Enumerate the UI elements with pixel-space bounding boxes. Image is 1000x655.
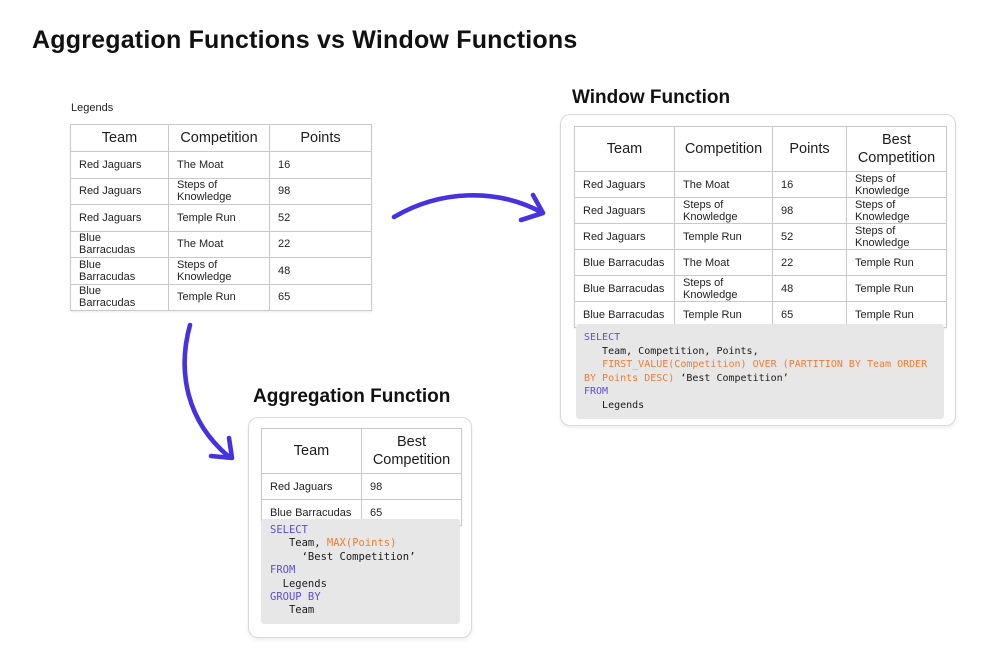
table-cell: Steps of Knowledge bbox=[168, 257, 270, 285]
table-cell: 52 bbox=[772, 223, 847, 251]
table-cell: Steps of Knowledge bbox=[168, 177, 270, 206]
table-cell: Blue Barracudas bbox=[70, 257, 169, 285]
table-cell: Steps of Knowledge bbox=[846, 171, 947, 199]
table-cell: 16 bbox=[269, 151, 372, 179]
aggregation-function-sql-code: SELECT Team, MAX(Points) ‘Best Competiti… bbox=[261, 519, 460, 624]
table-cell: Blue Barracudas bbox=[574, 249, 675, 277]
sql-code-line: Team, MAX(Points) bbox=[270, 537, 397, 550]
column-header: Points bbox=[269, 123, 372, 153]
table-cell: Steps of Knowledge bbox=[674, 275, 773, 303]
table-cell: Steps of Knowledge bbox=[846, 197, 947, 225]
table-cell: 48 bbox=[269, 257, 372, 285]
table-cell: Red Jaguars bbox=[70, 177, 169, 206]
table-cell: 16 bbox=[772, 171, 847, 199]
table-cell: 22 bbox=[269, 230, 372, 259]
table-cell: 98 bbox=[772, 197, 847, 225]
table-cell: 98 bbox=[361, 473, 462, 501]
sql-code-line: Legends bbox=[584, 399, 645, 411]
column-header: Competition bbox=[674, 125, 773, 173]
table-cell: 98 bbox=[269, 177, 372, 206]
arrow-to-aggregation-function-icon bbox=[182, 322, 235, 461]
table-cell: Red Jaguars bbox=[261, 473, 362, 501]
table-cell: Temple Run bbox=[846, 275, 947, 303]
table-cell: Temple Run bbox=[674, 223, 773, 251]
table-cell: Red Jaguars bbox=[70, 204, 169, 232]
sql-code-line: Team, Competition, Points, bbox=[584, 345, 759, 357]
table-cell: Red Jaguars bbox=[574, 223, 675, 251]
column-header: Team bbox=[574, 125, 675, 173]
table-cell: Temple Run bbox=[168, 283, 270, 312]
table-cell: 48 bbox=[772, 275, 847, 303]
table-cell: Red Jaguars bbox=[574, 197, 675, 225]
table-cell: Temple Run bbox=[846, 301, 947, 329]
table-cell: Blue Barracudas bbox=[574, 301, 675, 329]
table-cell: 52 bbox=[269, 204, 372, 232]
column-header: Points bbox=[772, 125, 847, 173]
sql-code-line: FIRST_VALUE(Competition) OVER (PARTITION… bbox=[602, 359, 928, 370]
table-cell: Red Jaguars bbox=[574, 171, 675, 199]
table-cell: Steps of Knowledge bbox=[674, 197, 773, 225]
column-header: Team bbox=[70, 123, 169, 153]
table-cell: The Moat bbox=[168, 151, 270, 179]
sql-code-line: Legends bbox=[270, 577, 327, 590]
sql-code-line: FROM bbox=[584, 386, 609, 397]
sql-code-line: ‘Best Competition’ bbox=[270, 550, 416, 563]
table-cell: 22 bbox=[772, 249, 847, 277]
table-cell: Temple Run bbox=[168, 204, 270, 232]
table-cell: Blue Barracudas bbox=[70, 283, 169, 312]
sql-code-line: GROUP BY bbox=[270, 591, 321, 604]
table-cell: The Moat bbox=[674, 171, 773, 199]
window-function-sql-code: SELECT Team, Competition, Points, FIRST_… bbox=[576, 324, 944, 419]
table-cell: Red Jaguars bbox=[70, 151, 169, 179]
column-header: Best Competition bbox=[846, 125, 947, 173]
column-header: Team bbox=[261, 427, 362, 475]
window-function-title: Window Function bbox=[572, 87, 731, 108]
page-title: Aggregation Functions vs Window Function… bbox=[32, 26, 578, 54]
sql-code-line: FROM bbox=[270, 564, 296, 577]
aggregation-function-title: Aggregation Function bbox=[253, 386, 451, 407]
table-cell: 65 bbox=[269, 283, 372, 312]
table-cell: Blue Barracudas bbox=[70, 230, 169, 259]
legends-label: Legends bbox=[71, 102, 114, 114]
sql-code-line: Team bbox=[270, 604, 315, 617]
table-cell: Temple Run bbox=[674, 301, 773, 329]
column-header: Best Competition bbox=[361, 427, 462, 475]
arrow-to-window-function-icon bbox=[391, 192, 546, 223]
sql-code-line: SELECT bbox=[584, 332, 621, 343]
sql-code-line: BY Points DESC) ‘Best Competition’ bbox=[584, 372, 789, 384]
table-cell: The Moat bbox=[674, 249, 773, 277]
table-cell: Blue Barracudas bbox=[574, 275, 675, 303]
table-cell: Temple Run bbox=[846, 249, 947, 277]
table-cell: The Moat bbox=[168, 230, 270, 259]
table-cell: Steps of Knowledge bbox=[846, 223, 947, 251]
sql-code-line: SELECT bbox=[270, 524, 308, 536]
column-header: Competition bbox=[168, 123, 270, 153]
